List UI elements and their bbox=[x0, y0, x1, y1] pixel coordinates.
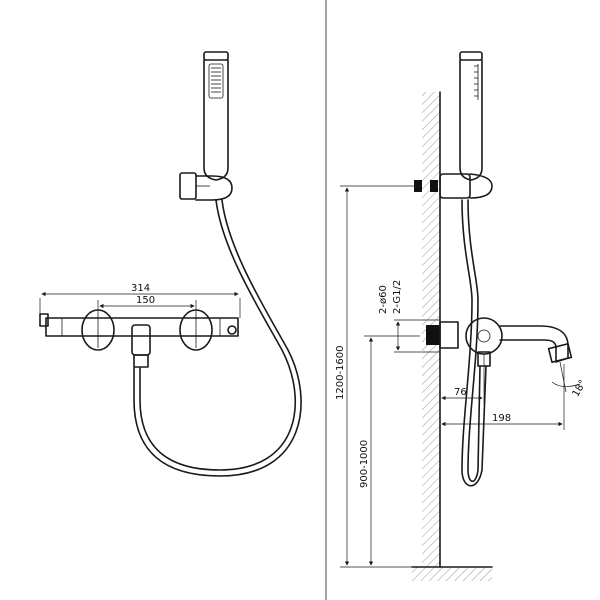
dim-label-314: 314 bbox=[131, 283, 150, 294]
thermostatic-mixer-side bbox=[426, 317, 573, 367]
thermostatic-mixer-front bbox=[39, 309, 239, 368]
dimension-198: 198 bbox=[441, 364, 565, 430]
dimension-inlet: 2-ø60 2-G1/2 bbox=[378, 280, 440, 353]
dimension-314: 314 bbox=[39, 283, 241, 318]
shower-hose-side bbox=[461, 199, 487, 487]
dimension-angle: 18° bbox=[551, 361, 589, 399]
dimension-150: 150 bbox=[97, 295, 197, 312]
dim-label-mixer-height: 900-1000 bbox=[359, 440, 370, 488]
dimension-mixer-height: 900-1000 bbox=[359, 335, 420, 566]
hand-shower-side bbox=[459, 51, 483, 181]
bath-spout bbox=[499, 325, 569, 363]
dimension-76: 76 bbox=[441, 354, 485, 404]
dim-label-inlet-thread: 2-G1/2 bbox=[392, 280, 403, 314]
dim-label-76: 76 bbox=[454, 387, 467, 398]
floor-section bbox=[412, 567, 492, 581]
front-view: 314 150 bbox=[39, 51, 302, 477]
shower-hose-front bbox=[139, 199, 297, 471]
dim-label-198: 198 bbox=[492, 413, 511, 424]
dim-label-shower-height: 1200-1600 bbox=[335, 345, 346, 400]
spray-nozzles-side bbox=[474, 65, 478, 97]
wall-bracket-front bbox=[179, 172, 233, 201]
dimension-shower-height: 1200-1600 bbox=[335, 185, 420, 568]
side-view: 18° 1200-1600 900-1000 2-ø60 2-G1/2 bbox=[335, 51, 589, 581]
dim-label-150: 150 bbox=[136, 295, 155, 306]
spray-nozzles bbox=[211, 67, 221, 93]
dim-label-inlet-diameter: 2-ø60 bbox=[378, 285, 389, 314]
hand-shower-front bbox=[203, 51, 229, 181]
dim-label-angle: 18° bbox=[571, 378, 589, 399]
